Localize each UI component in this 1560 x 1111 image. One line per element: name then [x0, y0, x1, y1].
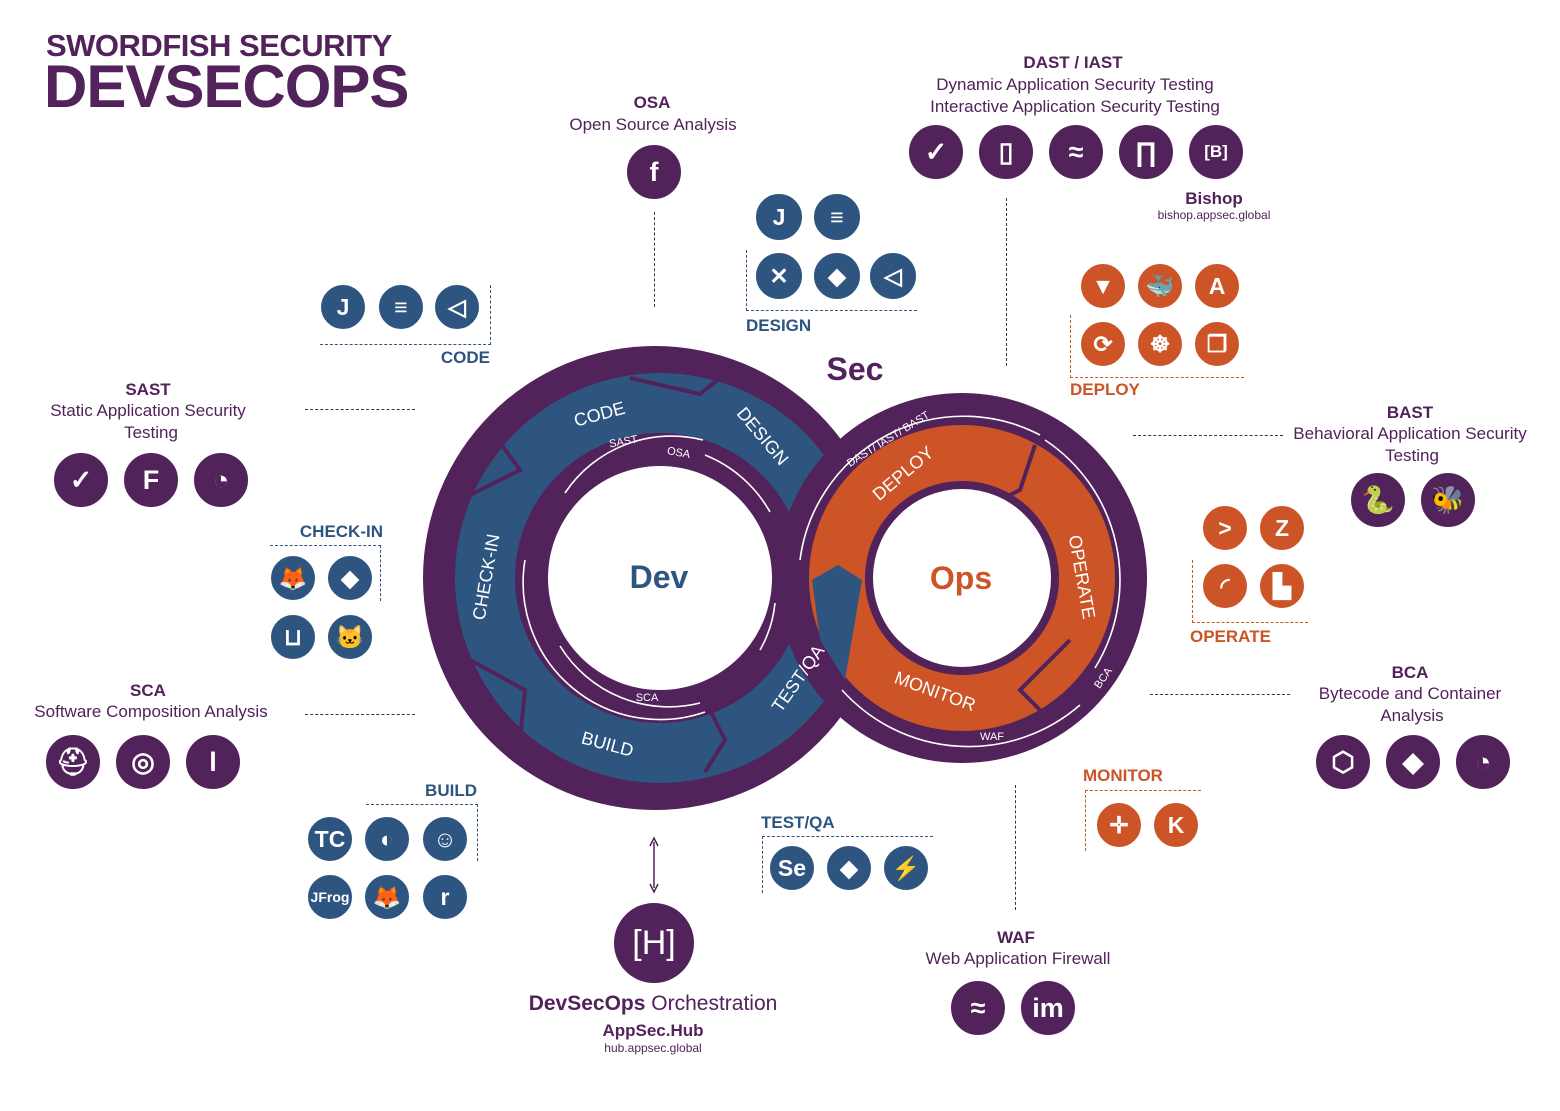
bishop-icon[interactable]: [B]	[1186, 122, 1246, 182]
bee-icon[interactable]: 🐝	[1418, 470, 1478, 530]
dast-line1: Dynamic Application Security Testing	[936, 75, 1214, 94]
waf-title: WAF	[997, 928, 1035, 947]
orchestration-title-bold: DevSecOps	[528, 992, 646, 1015]
ops-label: Ops	[930, 560, 992, 596]
jira-icon[interactable]: J	[753, 191, 805, 243]
ops-center	[873, 489, 1051, 667]
sast-title: SAST	[125, 380, 171, 399]
fortify-icon[interactable]: F	[121, 450, 181, 510]
sonar-icon[interactable]: ◔	[191, 450, 251, 510]
check-sca: SCA	[636, 692, 659, 704]
appsec-hub-icon[interactable]: [H]	[611, 900, 697, 986]
vscode-icon[interactable]: ◁	[432, 282, 482, 332]
nexus-icon[interactable]: l	[183, 732, 243, 792]
sca-subtitle: Software Composition Analysis	[34, 702, 268, 721]
checkmarx-icon[interactable]: ✓	[906, 122, 966, 182]
bast-title: BAST	[1386, 403, 1434, 422]
kubernetes-icon[interactable]: ☸	[1135, 319, 1185, 369]
jfrog-icon[interactable]: JFrog	[305, 872, 355, 922]
jira-icon[interactable]: J	[318, 282, 368, 332]
check-osa: OSA	[666, 445, 692, 461]
check-waf: WAF	[980, 731, 1004, 743]
zap-wave-icon[interactable]: ≈	[948, 978, 1008, 1038]
orchestration-arrow	[649, 836, 659, 894]
dev-label: Dev	[630, 559, 689, 595]
bast-line2: Testing	[1385, 446, 1439, 465]
bracket-icon[interactable]: ∏	[1116, 122, 1176, 182]
orchestration-title-rest: Orchestration	[645, 992, 778, 1015]
checkmarx-icon[interactable]: ✓	[51, 450, 111, 510]
check-sast: SAST	[608, 434, 639, 451]
bca-line2: Analysis	[1380, 706, 1444, 725]
kibana-icon[interactable]: K	[1151, 800, 1201, 850]
bast-line1: Behavioral Application Security	[1293, 424, 1527, 443]
group-label-code: CODE	[440, 348, 490, 367]
group-label-test-qa: TEST/QA	[761, 813, 835, 832]
appsec-hub-title: AppSec.Hub	[602, 1021, 704, 1040]
osa-subtitle: Open Source Analysis	[569, 115, 737, 134]
group-label-deploy: DEPLOY	[1070, 380, 1140, 399]
registry-icon[interactable]: r	[420, 872, 470, 922]
python-icon[interactable]: 🐍	[1348, 470, 1408, 530]
teamcity-icon[interactable]: TC	[305, 814, 355, 864]
l-shape-icon[interactable]: ▙	[1257, 561, 1307, 611]
confluence-icon[interactable]: ✕	[753, 250, 805, 302]
appsec-hub-url[interactable]: hub.appsec.global	[604, 1041, 702, 1055]
cube-icon[interactable]: ⬡	[1313, 732, 1373, 792]
diamond-icon[interactable]: ◆	[811, 250, 863, 302]
fortify-icon[interactable]: f	[624, 142, 684, 202]
bca-line1: Bytecode and Container	[1318, 684, 1502, 703]
helmet-icon[interactable]: ⛑	[43, 732, 103, 792]
jenkins-icon[interactable]: ☺	[420, 814, 470, 864]
git-icon[interactable]: ◆	[325, 553, 375, 603]
lightning-icon[interactable]: ⚡	[881, 843, 931, 893]
dev-center	[548, 466, 772, 690]
terminal-icon[interactable]: >	[1200, 503, 1250, 553]
diamond-icon[interactable]: ◆	[1383, 732, 1443, 792]
group-label-monitor: MONITOR	[1083, 766, 1163, 785]
bitbucket-icon[interactable]: ⊔	[268, 612, 318, 662]
eclipse-icon[interactable]: ≡	[376, 282, 426, 332]
vscode-icon[interactable]: ◁	[867, 250, 919, 302]
diamond-icon[interactable]: ◆	[824, 843, 874, 893]
layers-icon[interactable]: ❐	[1192, 319, 1242, 369]
group-label-operate: OPERATE	[1190, 627, 1271, 646]
sast-line2: Testing	[124, 423, 178, 442]
swirl-icon[interactable]: ◎	[113, 732, 173, 792]
bca-title: BCA	[1391, 663, 1429, 682]
page-title: DEVSECOPS	[44, 53, 409, 120]
selenium-icon[interactable]: Se	[767, 843, 817, 893]
circleci-icon[interactable]: ◐	[362, 814, 412, 864]
group-label-design: DESIGN	[746, 316, 812, 335]
sonar-icon[interactable]: ◔	[1453, 732, 1513, 792]
group-label-build: BUILD	[425, 781, 477, 800]
docker-icon[interactable]: 🐳	[1135, 261, 1185, 311]
dast-line2: Interactive Application Security Testing	[930, 97, 1220, 116]
eclipse-icon[interactable]: ≡	[811, 191, 863, 243]
dast-title: DAST / IAST	[1023, 53, 1123, 72]
arc-icon[interactable]: ◜	[1200, 561, 1250, 611]
book-icon[interactable]: ▯	[976, 122, 1036, 182]
gitlab-icon[interactable]: 🦊	[268, 553, 318, 603]
zabbix-icon[interactable]: Z	[1257, 503, 1307, 553]
waf-subtitle: Web Application Firewall	[925, 949, 1111, 968]
group-label-check-in: CHECK-IN	[299, 522, 383, 541]
sca-title: SCA	[130, 681, 166, 700]
gitlab-icon[interactable]: 🦊	[362, 872, 412, 922]
bishop-url[interactable]: bishop.appsec.global	[1157, 208, 1271, 222]
sec-label: Sec	[827, 351, 884, 387]
sast-line1: Static Application Security	[50, 401, 246, 420]
bishop-title: Bishop	[1185, 189, 1243, 208]
refresh-icon[interactable]: ⟳	[1078, 319, 1128, 369]
orchestration-title: DevSecOps Orchestration	[529, 992, 778, 1016]
tableau-icon[interactable]: ✛	[1094, 800, 1144, 850]
imperva-icon[interactable]: im	[1018, 978, 1078, 1038]
ansible-icon[interactable]: A	[1192, 261, 1242, 311]
brand-line: SWORDFISH SECURITY	[46, 28, 392, 63]
zap-wave-icon[interactable]: ≈	[1046, 122, 1106, 182]
vault-icon[interactable]: ▼	[1078, 261, 1128, 311]
github-icon[interactable]: 🐱	[325, 612, 375, 662]
osa-title: OSA	[633, 93, 671, 112]
